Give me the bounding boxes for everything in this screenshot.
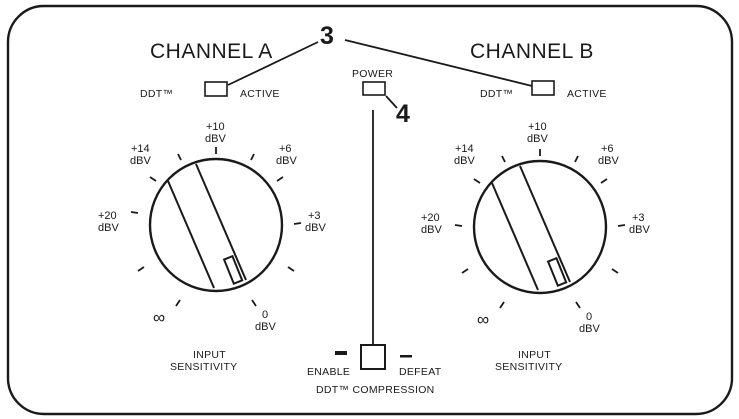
channel-a-sensitivity-label: SENSITIVITY: [170, 361, 237, 373]
channel-a-sensitivity-dial[interactable]: [148, 157, 284, 293]
channel-b-label-plus14: +14: [455, 143, 474, 155]
channel-a-label-plus14-unit: dBV: [130, 155, 151, 167]
channel-a-dial-ticks: [130, 147, 302, 307]
channel-a-label-plus3-unit: dBV: [305, 222, 326, 234]
channel-b-label-zero: 0: [586, 311, 592, 323]
channel-a-input-label: INPUT: [193, 349, 226, 361]
channel-a-ddt-label: DDT™: [140, 88, 173, 100]
channel-b-active-label: ACTIVE: [567, 88, 607, 100]
power-label: POWER: [352, 68, 393, 80]
channel-b-label-plus6: +6: [601, 143, 614, 155]
channel-a-label-plus20-unit: dBV: [98, 222, 119, 234]
channel-a-label-zero-unit: dBV: [255, 321, 276, 333]
channel-b-label-infinity: ∞: [477, 310, 489, 329]
compression-enable-label: ENABLE: [307, 366, 350, 378]
channel-b-label-plus6-unit: dBV: [598, 155, 619, 167]
compression-defeat-label: DEFEAT: [399, 366, 442, 378]
channel-b-label-plus20-unit: dBV: [421, 224, 442, 236]
channel-b-label-plus3: +3: [632, 212, 645, 224]
channel-a-label-zero: 0: [262, 309, 268, 321]
channel-a-label-plus6-unit: dBV: [276, 155, 297, 167]
defeat-position-marker: [400, 355, 412, 358]
channel-a-dial-labels: +10 dBV +14 dBV +6 dBV +20 dBV +3 dBV ∞ …: [98, 121, 326, 333]
enable-position-marker: [335, 351, 347, 355]
channel-a-ddt-active-led: [204, 81, 228, 97]
channel-b-ddt-active-led: [531, 80, 555, 96]
callout-number-3: 3: [320, 22, 334, 50]
channel-a-label-plus14: +14: [131, 143, 150, 155]
channel-b-label-plus10: +10: [528, 121, 547, 133]
power-led: [362, 81, 386, 96]
channel-a-label-plus10-unit: dBV: [205, 133, 226, 145]
channel-b-dial-pointer: [546, 256, 568, 287]
channel-b-sensitivity-dial[interactable]: [472, 159, 608, 295]
channel-a-label-plus3: +3: [308, 210, 321, 222]
channel-a-label-infinity: ∞: [153, 308, 165, 327]
compression-switch[interactable]: [360, 344, 386, 370]
channel-a-label-plus20: +20: [98, 210, 117, 222]
channel-b-label-zero-unit: dBV: [579, 323, 600, 335]
panel-outline: [6, 4, 734, 416]
channel-b-label-plus10-unit: dBV: [527, 133, 548, 145]
channel-a-active-label: ACTIVE: [240, 88, 280, 100]
channel-a-title: CHANNEL A: [150, 40, 273, 63]
channel-b-sensitivity-label: SENSITIVITY: [495, 361, 562, 373]
channel-b-input-label: INPUT: [518, 349, 551, 361]
compression-title: DDT™ COMPRESSION: [316, 384, 435, 396]
channel-b-label-plus14-unit: dBV: [454, 155, 475, 167]
channel-b-dial-labels: +10 dBV +14 dBV +6 dBV +20 dBV +3 dBV ∞ …: [421, 121, 650, 335]
channel-b-label-plus20: +20: [421, 212, 440, 224]
channel-a-label-plus6: +6: [279, 143, 292, 155]
channel-b-ddt-label: DDT™: [480, 88, 513, 100]
channel-a-label-plus10: +10: [206, 121, 225, 133]
callout-3-leaders: [227, 39, 533, 87]
channel-b-dial-ticks: [454, 149, 626, 309]
callout-4-leader: [385, 95, 398, 109]
channel-b-title: CHANNEL B: [470, 40, 594, 63]
callout-number-4: 4: [396, 100, 410, 128]
channel-b-label-plus3-unit: dBV: [629, 224, 650, 236]
channel-a-dial-pointer: [222, 254, 244, 285]
